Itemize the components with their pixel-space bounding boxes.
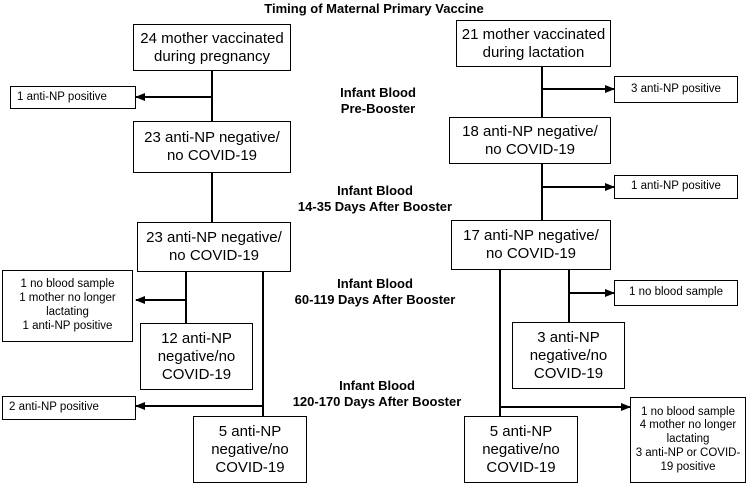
box-line: 1 anti-NP positive <box>22 319 113 332</box>
box-line: negative/no <box>157 347 236 365</box>
box-line: 23 anti-NP negative/ <box>146 229 282 246</box>
box-line: no COVID-19 <box>484 140 576 158</box>
box-line: negative/no <box>529 346 608 364</box>
pregnancy-120-170-box: 5 anti-NP negative/no COVID-19 <box>193 416 307 483</box>
box-line: COVID-19 <box>533 364 604 382</box>
box-line: 21 mother vaccinated <box>461 25 606 43</box>
box-line: 23 anti-NP negative/ <box>144 129 280 146</box>
lactation-exclusion-60-119: 1 no blood sample <box>614 280 738 306</box>
box-line: 1 no blood sample <box>20 278 115 291</box>
lactation-exclusion-120-170: 1 no blood sample 4 mother no longer lac… <box>630 397 746 483</box>
timepoint-line1: Infant Blood <box>340 85 416 100</box>
box-line: 1 mother no longer <box>19 292 116 305</box>
pregnancy-pre-booster-box: 23 anti-NP negative/ no COVID-19 <box>133 121 291 173</box>
box-line: lactating <box>666 433 710 446</box>
box-line: 3 anti-NP positive <box>631 82 721 95</box>
box-line: lactating <box>46 306 89 318</box>
pregnancy-exclusion-120-170: 2 anti-NP positive <box>2 396 136 420</box>
timepoint-label-14-35: Infant Blood 14-35 Days After Booster <box>298 183 452 216</box>
box-line: 1 anti-NP positive <box>17 90 107 103</box>
box-line: 1 no blood sample <box>629 286 723 299</box>
pregnancy-exclusion-60-119: 1 no blood sample 1 mother no longer lac… <box>2 270 133 342</box>
pregnancy-start-box: 24 mother vaccinated during pregnancy <box>133 24 291 71</box>
lactation-start-box: 21 mother vaccinated during lactation <box>456 20 611 67</box>
box-line: 12 anti-NP <box>161 329 232 347</box>
box-line: 5 anti-NP <box>218 422 282 440</box>
lactation-exclusion-14-35: 1 anti-NP positive <box>614 175 738 199</box>
box-line: negative/no <box>211 440 289 458</box>
box-line: 18 anti-NP negative/ <box>462 122 598 140</box>
timepoint-label-120-170: Infant Blood 120-170 Days After Booster <box>293 378 462 411</box>
box-line: 1 anti-NP positive <box>631 180 721 193</box>
box-line: COVID-19 <box>161 365 232 383</box>
timepoint-line2: 120-170 Days After Booster <box>292 394 462 410</box>
lactation-14-35-box: 17 anti-NP negative/ no COVID-19 <box>451 220 611 270</box>
box-line: COVID-19 <box>486 458 556 476</box>
timepoint-line1: Infant Blood <box>339 378 415 393</box>
box-line: 3 anti-NP <box>537 328 600 346</box>
diagram-title: Timing of Maternal Primary Vaccine <box>264 1 484 16</box>
box-line: 4 mother no longer <box>639 419 737 432</box>
box-line: 19 positive <box>660 460 716 473</box>
timepoint-line1: Infant Blood <box>337 183 413 198</box>
lactation-pre-booster-box: 18 anti-NP negative/ no COVID-19 <box>449 117 611 164</box>
pregnancy-14-35-box: 23 anti-NP negative/ no COVID-19 <box>137 222 291 272</box>
timepoint-label-pre-booster: Infant Blood Pre-Booster <box>340 85 416 118</box>
box-line: no COVID-19 <box>166 147 258 164</box>
box-line: 17 anti-NP negative/ <box>463 227 599 244</box>
box-line: during lactation <box>482 43 585 61</box>
timepoint-line1: Infant Blood <box>337 276 413 291</box>
box-line: 1 no blood sample <box>641 405 735 418</box>
box-line: 5 anti-NP <box>489 422 553 440</box>
lactation-60-119-box: 3 anti-NP negative/no COVID-19 <box>512 322 625 389</box>
timepoint-label-60-119: Infant Blood 60-119 Days After Booster <box>295 276 456 309</box>
timepoint-line2: 14-35 Days After Booster <box>297 199 453 215</box>
timepoint-line2: 60-119 Days After Booster <box>294 292 456 308</box>
lactation-120-170-box: 5 anti-NP negative/no COVID-19 <box>464 416 578 483</box>
box-line: 24 mother vaccinated <box>140 29 284 47</box>
box-line: negative/no <box>482 440 560 458</box>
pregnancy-exclusion-pre-booster: 1 anti-NP positive <box>10 86 136 109</box>
lactation-exclusion-pre-booster: 3 anti-NP positive <box>614 76 738 103</box>
timepoint-line2: Pre-Booster <box>340 101 416 117</box>
pregnancy-60-119-box: 12 anti-NP negative/no COVID-19 <box>140 323 253 390</box>
box-line: no COVID-19 <box>168 247 260 264</box>
box-line: during pregnancy <box>154 47 270 65</box>
box-line: no COVID-19 <box>485 245 577 262</box>
box-line: COVID-19 <box>215 458 285 476</box>
box-line: 2 anti-NP positive <box>9 401 99 414</box>
box-line: 3 anti-NP or COVID- <box>635 446 741 459</box>
